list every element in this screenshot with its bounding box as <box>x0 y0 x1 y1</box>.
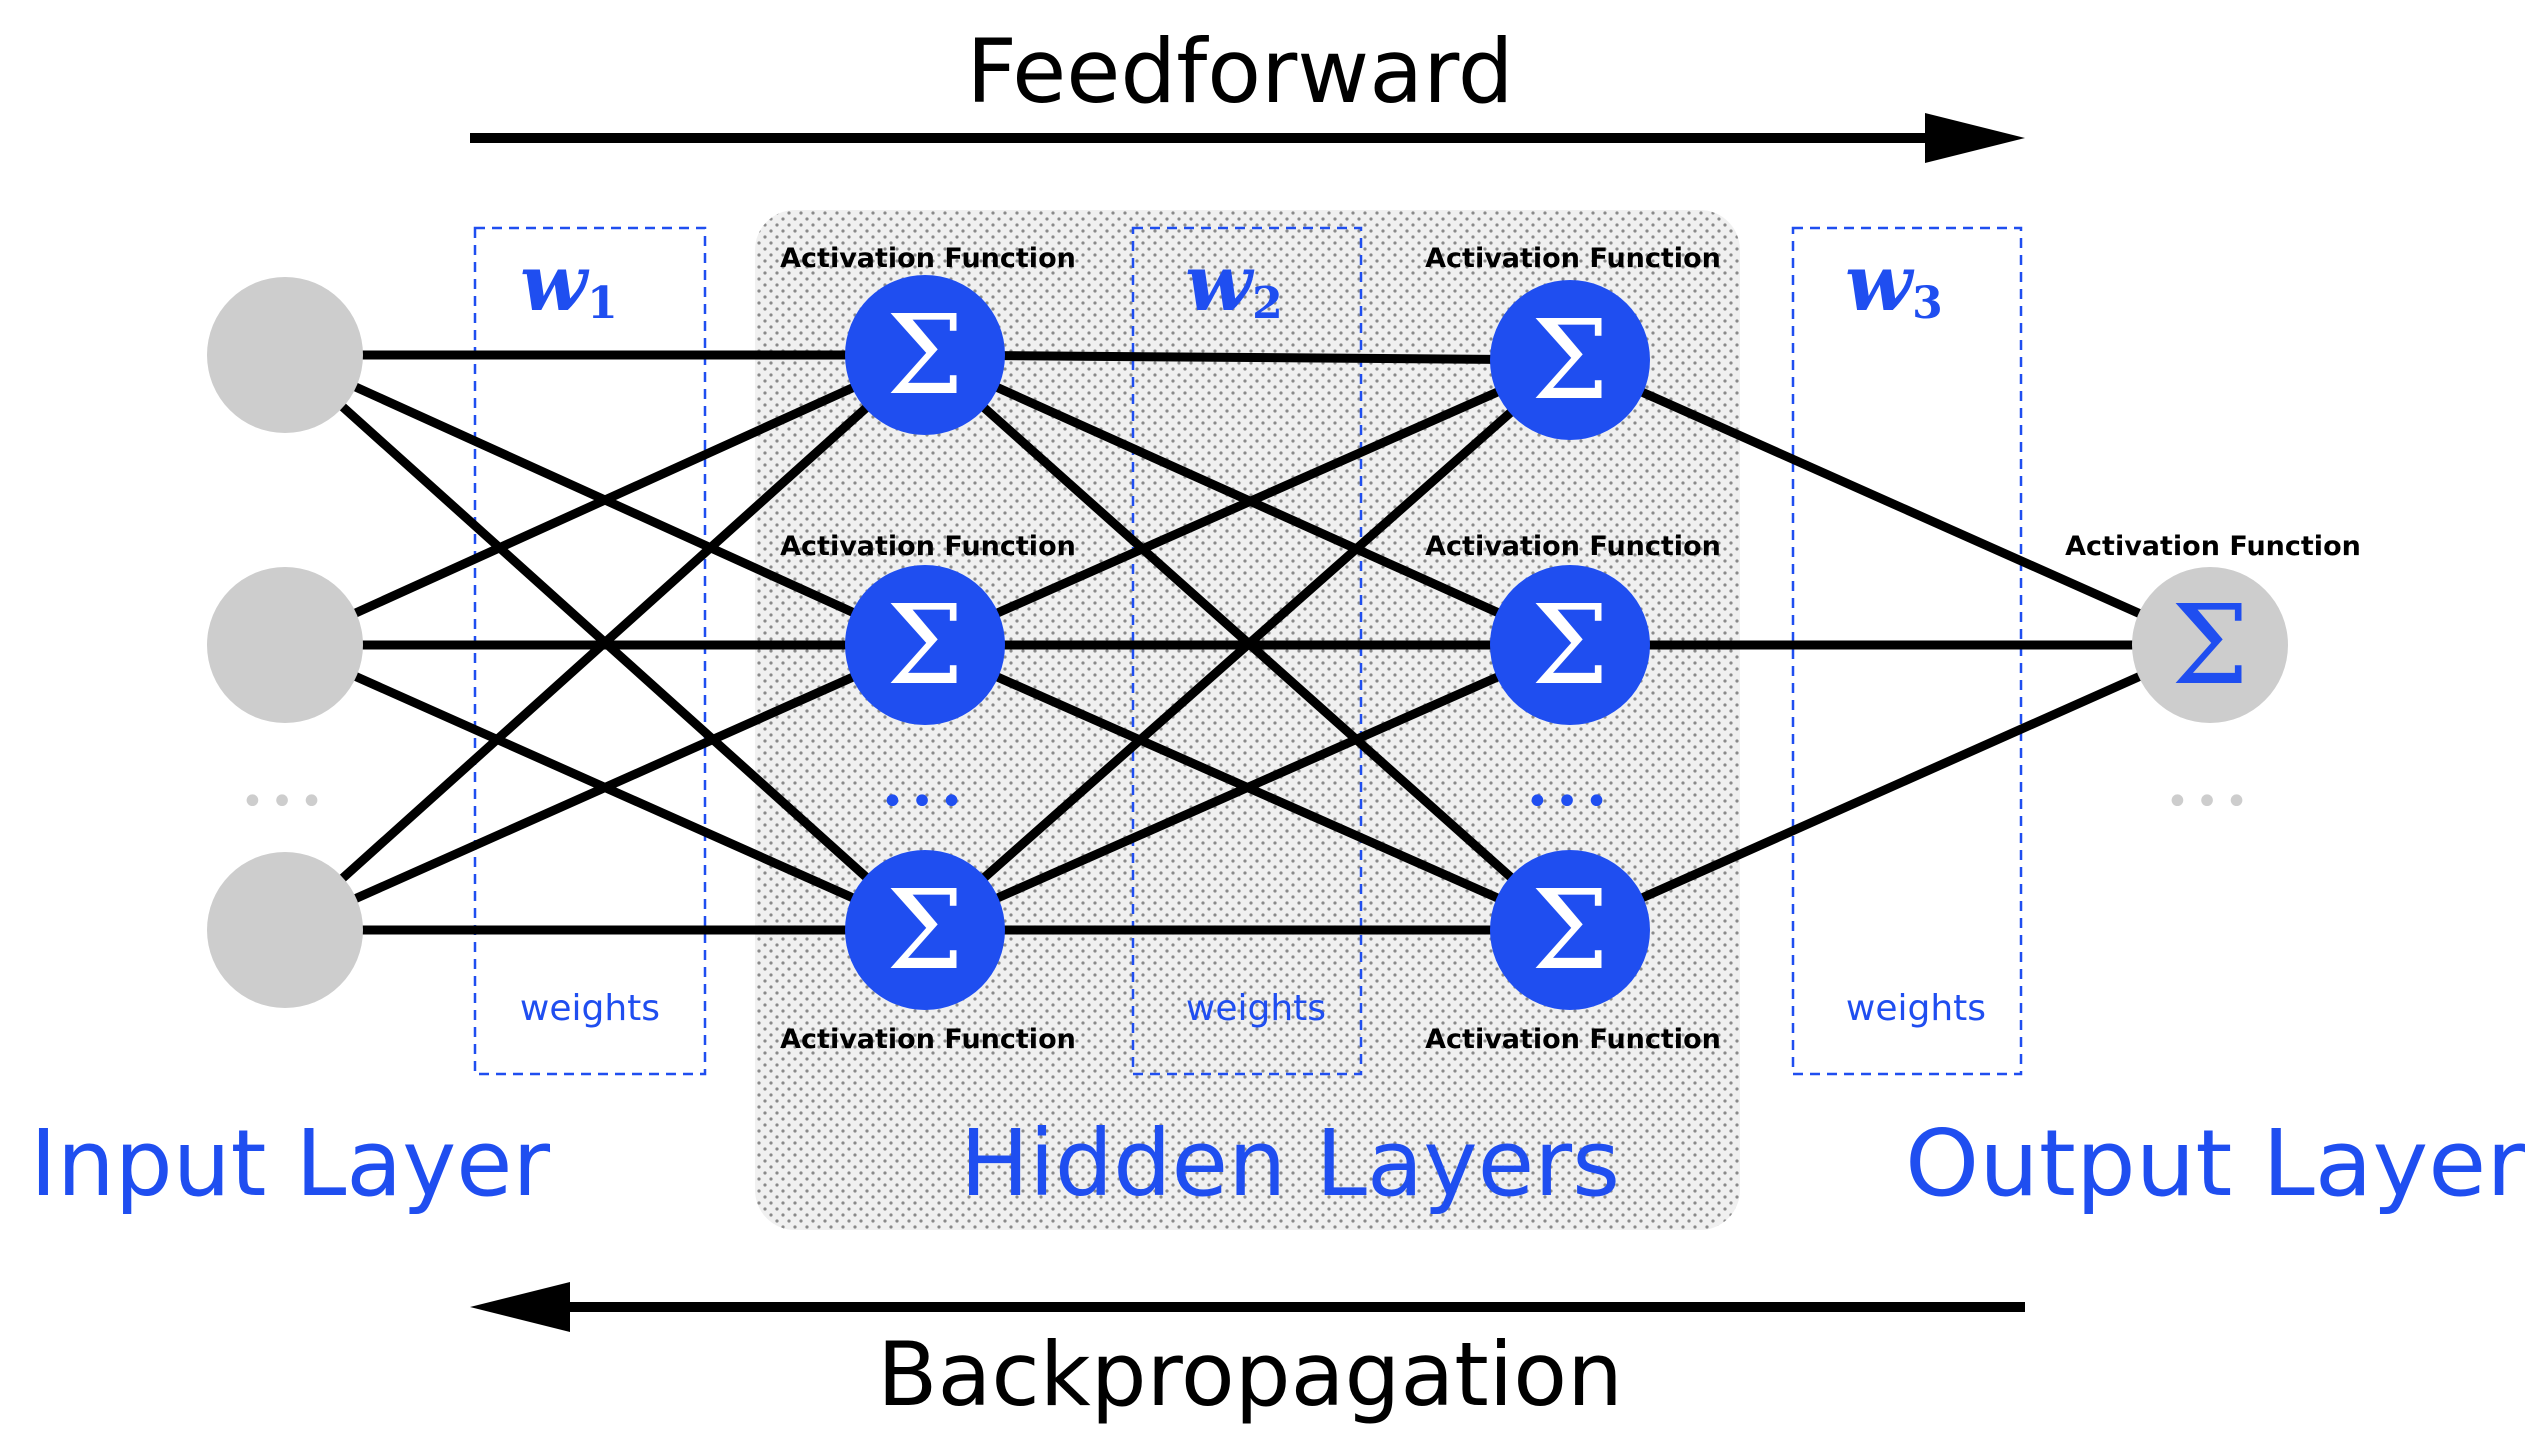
weights-box-2 <box>1131 226 1363 1076</box>
hidden1-neuron <box>845 275 1005 435</box>
weights-caption-3: weights <box>1846 988 1986 1029</box>
connections-hidden2-output <box>1565 355 2215 935</box>
input-ellipsis: ••• <box>241 779 330 825</box>
weights-caption-2: weights <box>1186 988 1326 1029</box>
input-layer-neurons <box>207 277 363 1008</box>
weight-symbol-2: w2 <box>1185 238 1283 329</box>
activation-label: Activation Function <box>780 1024 1076 1055</box>
weight-symbol-3: w3 <box>1845 238 1943 329</box>
weight-subscript: 3 <box>1912 278 1943 329</box>
weight-subscript: 1 <box>587 278 618 329</box>
sigma-symbol: Σ <box>1531 296 1609 424</box>
sigma-symbol: Σ <box>886 291 964 419</box>
connections-hidden1-hidden2 <box>920 350 1575 935</box>
weight-letter: w <box>1845 238 1915 329</box>
backpropagation-arrowhead <box>470 1282 570 1332</box>
weight-letter: w <box>1185 238 1255 329</box>
connections-input-hidden1 <box>280 350 930 935</box>
hidden2-ellipsis: ••• <box>1526 779 1615 825</box>
hidden2-neuron <box>1490 280 1650 440</box>
sigma-symbol: Σ <box>886 866 964 994</box>
input-neuron <box>207 567 363 723</box>
hidden2-neuron <box>1490 565 1650 725</box>
hidden-layers-label: Hidden Layers <box>960 1110 1620 1217</box>
sigma-symbol: Σ <box>1531 581 1609 709</box>
hidden1-neuron <box>845 850 1005 1010</box>
hidden1-ellipsis: ••• <box>881 779 970 825</box>
sigma-symbol: Σ <box>1531 866 1609 994</box>
output-layer-label: Output Layer <box>1905 1110 2525 1217</box>
feedforward-arrowhead <box>1925 113 2025 163</box>
feedforward-label: Feedforward <box>966 20 1513 123</box>
activation-label: Activation Function <box>780 243 1076 274</box>
hidden-layers-panel <box>755 210 1740 1230</box>
activation-label: Activation Function <box>1425 243 1721 274</box>
output-neuron <box>2132 567 2288 723</box>
weights-caption-1: weights <box>520 988 660 1029</box>
hidden-layer-1-neurons <box>845 275 1005 1010</box>
hidden2-neuron <box>1490 850 1650 1010</box>
hidden-layer-2-neurons <box>1490 280 1650 1010</box>
weights-box-1 <box>473 226 707 1076</box>
activation-label: Activation Function <box>2065 531 2361 562</box>
weight-symbol-1: w1 <box>520 238 618 329</box>
input-neuron <box>207 277 363 433</box>
weight-letter: w <box>520 238 590 329</box>
activation-label: Activation Function <box>1425 531 1721 562</box>
input-layer-label: Input Layer <box>30 1110 550 1217</box>
output-ellipsis: ••• <box>2166 779 2255 825</box>
backpropagation-label: Backpropagation <box>877 1323 1623 1426</box>
hidden1-neuron <box>845 565 1005 725</box>
weight-subscript: 2 <box>1252 278 1283 329</box>
input-neuron <box>207 852 363 1008</box>
activation-label: Activation Function <box>780 531 1076 562</box>
weights-box-3 <box>1791 226 2023 1076</box>
activation-label: Activation Function <box>1425 1024 1721 1055</box>
sigma-symbol: Σ <box>886 581 964 709</box>
sigma-symbol: Σ <box>2171 581 2249 709</box>
